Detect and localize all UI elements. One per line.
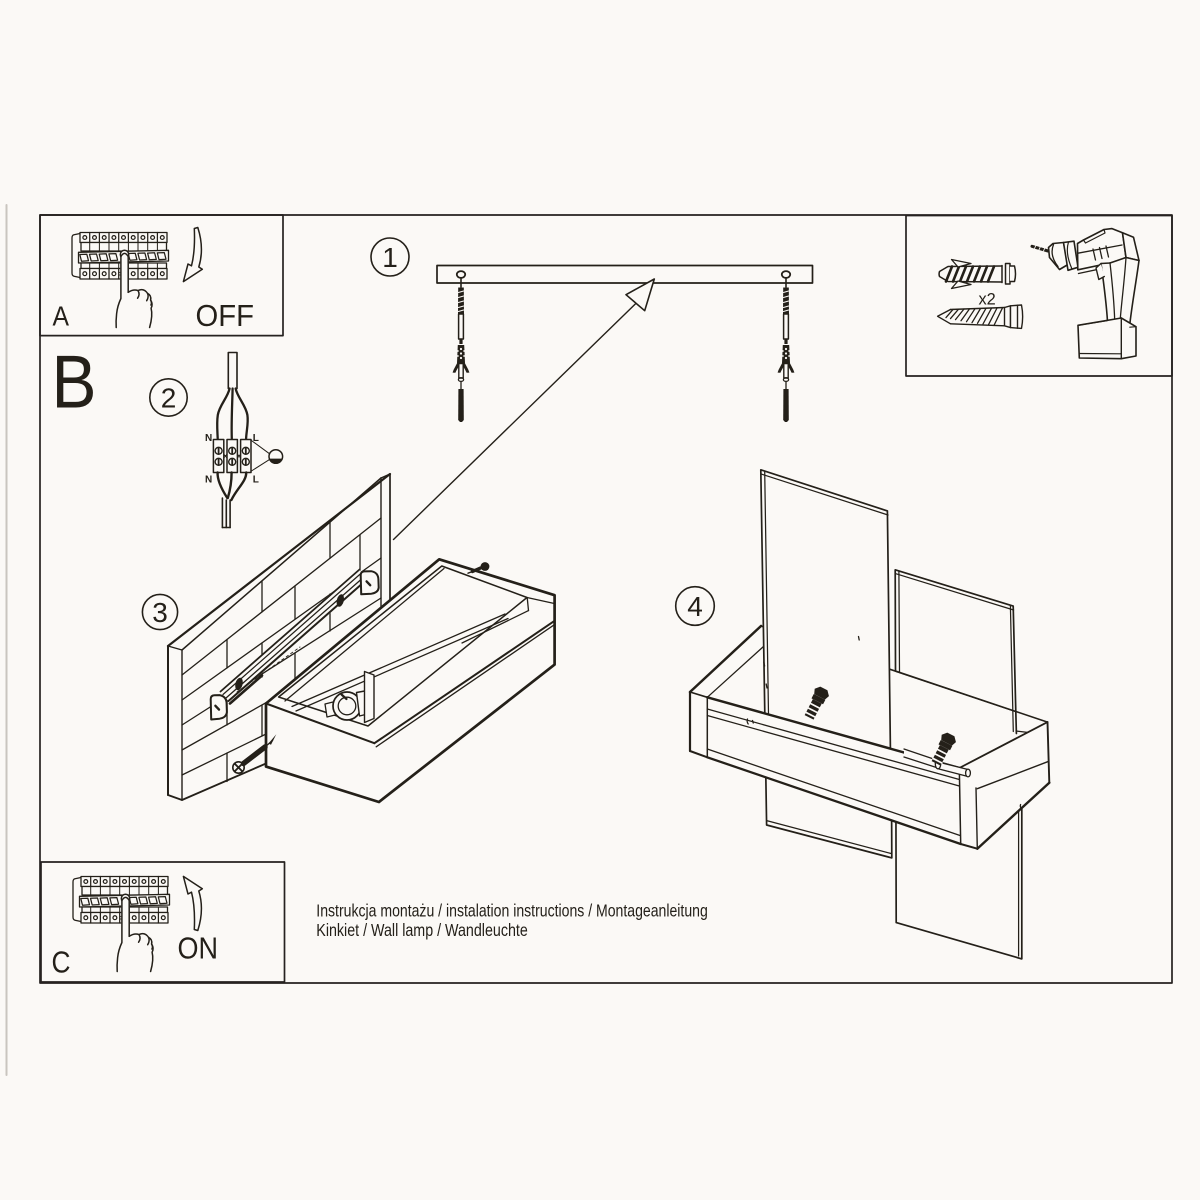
svg-text:x2: x2 bbox=[979, 290, 996, 308]
svg-text:L: L bbox=[253, 475, 259, 486]
svg-text:Instrukcja montażu / instalati: Instrukcja montażu / instalation instruc… bbox=[316, 901, 708, 921]
svg-text:L: L bbox=[253, 433, 259, 444]
svg-text:C: C bbox=[52, 945, 71, 979]
svg-text:A: A bbox=[53, 301, 70, 332]
svg-text:N: N bbox=[205, 433, 212, 444]
svg-text:N: N bbox=[205, 475, 212, 486]
svg-text:Kinkiet / Wall lamp / Wandleuc: Kinkiet / Wall lamp / Wandleuchte bbox=[316, 920, 528, 940]
svg-text:ON: ON bbox=[178, 931, 219, 965]
svg-text:1: 1 bbox=[382, 242, 398, 273]
svg-text:OFF: OFF bbox=[196, 299, 255, 333]
svg-text:2: 2 bbox=[161, 383, 177, 414]
svg-text:B: B bbox=[52, 340, 97, 424]
svg-text:4: 4 bbox=[687, 591, 703, 622]
svg-text:3: 3 bbox=[152, 597, 168, 628]
